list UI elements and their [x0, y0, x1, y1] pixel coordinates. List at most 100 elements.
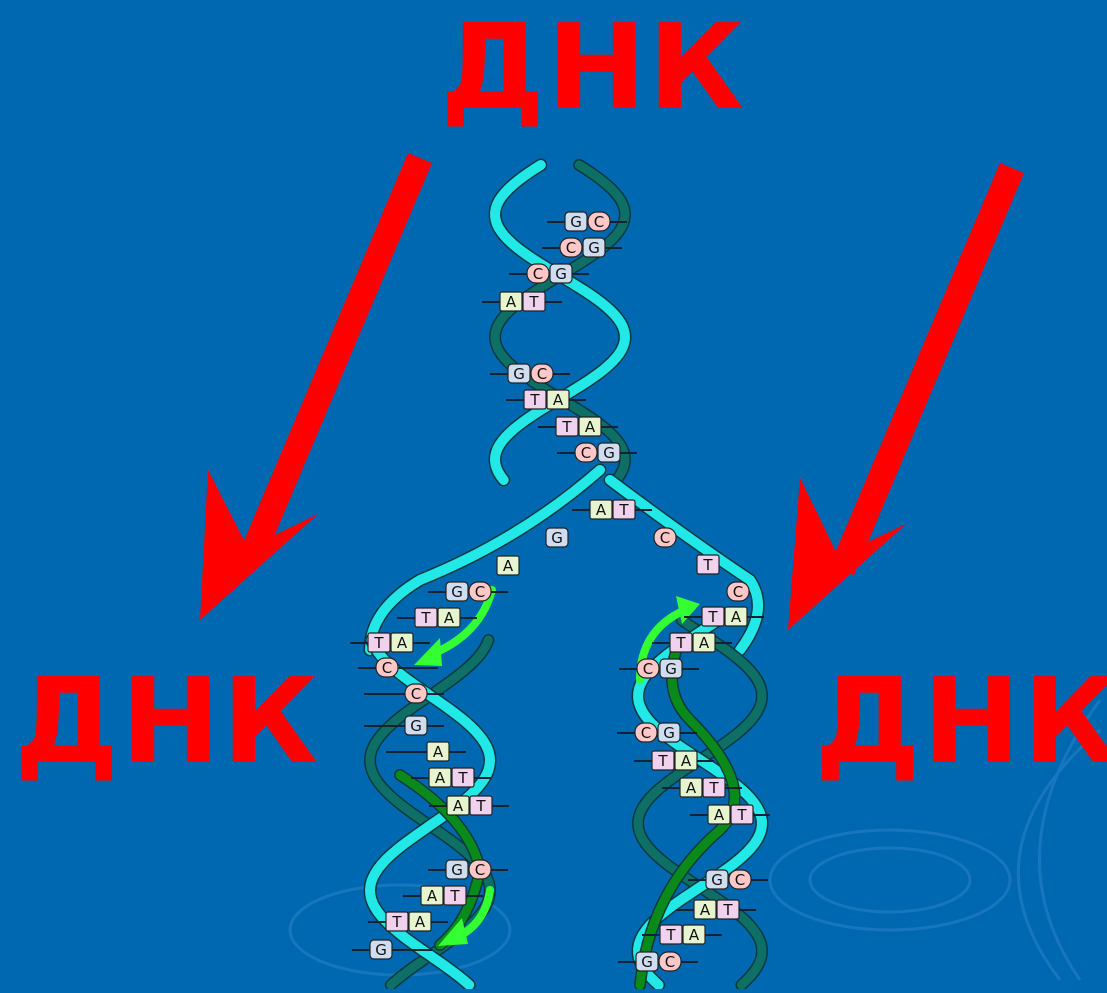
right-pair-5-base-b: T — [702, 777, 726, 798]
parent-pair-8-base-a: A — [589, 499, 613, 520]
fork-right-strand — [605, 475, 763, 655]
svg-text:T: T — [420, 609, 431, 627]
left-pair-11-base-a: T — [385, 911, 409, 932]
right-new-arrow-head — [676, 596, 700, 624]
left-pair-9-base-b: C — [468, 859, 492, 880]
svg-text:C: C — [594, 213, 604, 231]
svg-text:G: G — [513, 365, 525, 383]
right-pair-5-base-a: A — [679, 777, 703, 798]
svg-text:C: C — [665, 953, 675, 971]
svg-text:T: T — [618, 501, 629, 519]
left-pair-9-base-a: G — [445, 859, 469, 880]
right-pair-10-base-a: G — [635, 951, 659, 972]
left-pair-0-base-a: G — [445, 581, 469, 602]
svg-text:G: G — [663, 724, 675, 742]
left-pair-8-base-b: T — [469, 795, 493, 816]
parent-pair-7-base-b: G — [597, 442, 621, 463]
parent-pair-2-base-a: C — [526, 263, 550, 284]
svg-text:G: G — [570, 213, 582, 231]
parent-pair-3-base-a: A — [499, 291, 523, 312]
svg-text:A: A — [731, 608, 742, 626]
svg-text:C: C — [533, 265, 543, 283]
svg-text:A: A — [700, 901, 711, 919]
left-pair-4-base-b: C — [404, 683, 428, 704]
svg-text:A: A — [453, 797, 464, 815]
left-pair-2-base-a: T — [367, 632, 391, 653]
right-pair-9-base-b: A — [682, 924, 706, 945]
svg-text:T: T — [561, 418, 572, 436]
left-pair-10-base-a: A — [420, 885, 444, 906]
parent-pair-4-base-a: G — [507, 363, 531, 384]
right-pair-10-base-b: C — [658, 951, 682, 972]
parent-pair-6-base-a: T — [555, 416, 579, 437]
left-pair-7-base-a: A — [428, 767, 452, 788]
svg-text:A: A — [681, 752, 692, 770]
svg-text:A: A — [596, 501, 607, 519]
parent-pair-1-base-a: C — [559, 237, 583, 258]
svg-text:G: G — [665, 660, 677, 678]
parent-pair-1-base-b: G — [582, 237, 606, 258]
svg-text:A: A — [397, 634, 408, 652]
right-pair-7-base-b: C — [728, 869, 752, 890]
right-pair-0-base-a: T — [701, 606, 725, 627]
svg-text:A: A — [435, 769, 446, 787]
svg-text:C: C — [382, 659, 392, 677]
left-pair-1-base-b: A — [437, 607, 461, 628]
svg-text:T: T — [708, 779, 719, 797]
right-pair-8-base-b: T — [716, 899, 740, 920]
svg-text:G: G — [451, 861, 463, 879]
svg-text:A: A — [506, 293, 517, 311]
svg-text:G: G — [410, 717, 422, 735]
label-dna-daughter-right: ДНК — [815, 652, 1107, 790]
right-pair-2-base-a: C — [636, 658, 660, 679]
right-pair-4-base-a: T — [651, 750, 675, 771]
svg-text:G: G — [588, 239, 600, 257]
svg-text:C: C — [411, 685, 421, 703]
svg-text:T: T — [675, 634, 686, 652]
left-pair-10-base-b: T — [443, 885, 467, 906]
dna-strands — [363, 158, 769, 992]
svg-text:T: T — [457, 769, 468, 787]
right-pair-1-base-b: A — [692, 632, 716, 653]
fork-right-base-2: C — [726, 581, 750, 602]
svg-text:C: C — [475, 583, 485, 601]
parent-pair-6-base-b: A — [578, 416, 602, 437]
svg-text:C: C — [581, 444, 591, 462]
red-arrows — [200, 152, 1024, 630]
svg-text:C: C — [660, 529, 670, 547]
parent-pair-2-base-b: G — [549, 263, 573, 284]
svg-text:T: T — [736, 806, 747, 824]
svg-text:G: G — [711, 871, 723, 889]
svg-text:T: T — [702, 556, 713, 574]
left-new-arrow-lower-head — [438, 918, 468, 946]
right-pair-3-base-b: G — [657, 722, 681, 743]
svg-text:C: C — [643, 660, 653, 678]
parent-strand-light — [489, 160, 631, 485]
left-pair-0-base-b: C — [468, 581, 492, 602]
svg-text:C: C — [735, 871, 745, 889]
svg-text:A: A — [585, 418, 596, 436]
left-pair-5-base-b: G — [404, 715, 428, 736]
svg-text:T: T — [449, 887, 460, 905]
right-pair-9-base-a: T — [659, 924, 683, 945]
arrow-left-head — [200, 470, 318, 620]
svg-text:G: G — [603, 444, 615, 462]
left-new-arrow-upper-head — [414, 638, 442, 666]
svg-text:T: T — [665, 926, 676, 944]
right-pair-6-base-b: T — [730, 804, 754, 825]
left-pair-8-base-a: A — [446, 795, 470, 816]
parent-pair-0-base-a: G — [564, 211, 588, 232]
parent-pair-7-base-a: C — [574, 442, 598, 463]
svg-text:G: G — [555, 265, 567, 283]
svg-text:A: A — [714, 806, 725, 824]
left-pair-12-base-a: G — [369, 939, 393, 960]
fork-left-base-0: G — [545, 527, 569, 548]
fork-right-base-0: C — [653, 527, 677, 548]
right-pair-8-base-a: A — [693, 899, 717, 920]
right-pair-6-base-a: A — [707, 804, 731, 825]
svg-text:C: C — [641, 724, 651, 742]
fork-left-strand — [365, 465, 605, 655]
